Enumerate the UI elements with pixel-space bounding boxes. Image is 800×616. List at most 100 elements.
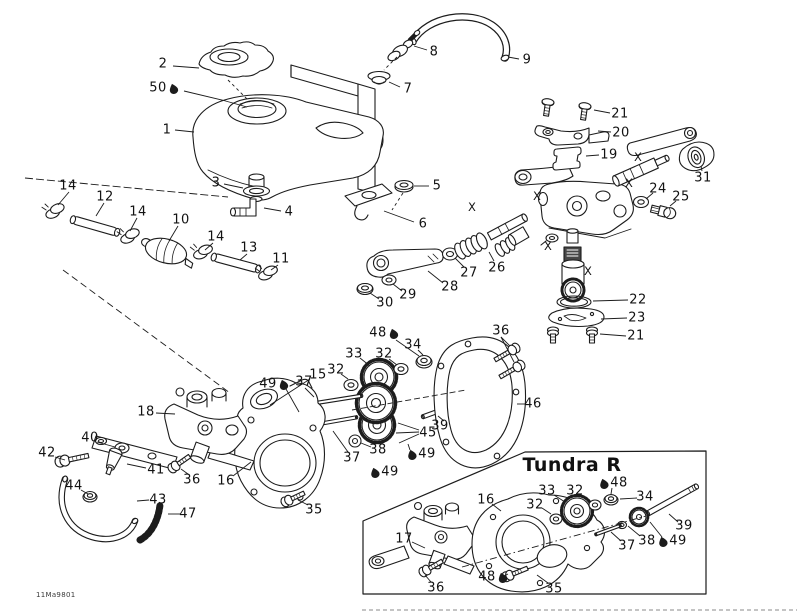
callout-leader-line bbox=[597, 130, 612, 133]
callout-label: 49 bbox=[418, 447, 436, 462]
oil-droplet-icon bbox=[279, 379, 289, 391]
screw-21b bbox=[578, 102, 592, 121]
callout-label: 48 bbox=[478, 570, 496, 585]
callout-leader-line bbox=[172, 65, 200, 69]
inset-pin-37 bbox=[594, 523, 622, 537]
callout-leader-line bbox=[500, 336, 515, 363]
nut-34 bbox=[415, 354, 433, 369]
callout-leader-line bbox=[417, 349, 424, 356]
callout-label: 42 bbox=[38, 446, 56, 461]
callout-label: 31 bbox=[694, 171, 712, 186]
callout-label: 36 bbox=[183, 473, 201, 488]
callout-label: 32 bbox=[526, 498, 544, 513]
oil-hose-12 bbox=[69, 215, 121, 237]
not-available-x-mark: X bbox=[544, 239, 552, 253]
callout-label: 20 bbox=[612, 126, 630, 141]
callout-label: 26 bbox=[488, 261, 506, 276]
callout-label: 21 bbox=[611, 107, 629, 122]
routing-dash-line bbox=[227, 79, 251, 103]
inline-oil-filter bbox=[141, 237, 194, 269]
oil-hose-13 bbox=[210, 252, 262, 274]
bolt-35a bbox=[280, 490, 306, 508]
callout-leader-line bbox=[397, 422, 420, 431]
callout-label: 48 bbox=[610, 476, 628, 491]
callout-label: 6 bbox=[419, 217, 428, 232]
callout-leader-line bbox=[454, 257, 465, 268]
callout-leader-line bbox=[239, 253, 248, 261]
callout-leader-line bbox=[57, 191, 70, 206]
callout-label: 37 bbox=[343, 451, 361, 466]
callout-leader-line bbox=[424, 574, 432, 583]
callout-label: 38 bbox=[638, 534, 656, 549]
callout-label: 36 bbox=[427, 581, 445, 596]
callout-label: 35 bbox=[305, 503, 323, 518]
callout-leader-line bbox=[304, 387, 315, 398]
conduit-spring-47 bbox=[136, 501, 164, 544]
callout-label: 49 bbox=[381, 465, 399, 480]
callout-label: 48 bbox=[369, 326, 387, 341]
callout-leader-line bbox=[96, 441, 116, 448]
callout-leader-line bbox=[136, 499, 150, 502]
inset-box-border bbox=[362, 450, 707, 595]
oil-droplet-icon bbox=[600, 478, 609, 490]
callout-label: 43 bbox=[149, 493, 167, 508]
callout-label: 24 bbox=[649, 182, 667, 197]
pump-filter-parts bbox=[560, 228, 586, 303]
inset-pinion-38 bbox=[628, 506, 650, 528]
callout-label: 3 bbox=[212, 176, 221, 191]
vent-hose bbox=[409, 13, 511, 62]
callout-leader-line bbox=[232, 461, 252, 477]
inset-pump-17 bbox=[368, 501, 475, 575]
callout-leader-line bbox=[536, 574, 549, 584]
not-available-x-mark: X bbox=[634, 150, 642, 164]
hose-clamp bbox=[41, 203, 65, 219]
oil-droplet-icon bbox=[498, 572, 508, 584]
callout-label: 15 bbox=[309, 368, 327, 383]
callout-label: 47 bbox=[179, 507, 197, 522]
callout-label: 16 bbox=[217, 474, 235, 489]
callout-leader-line bbox=[407, 443, 411, 451]
pump-lever-arm bbox=[366, 248, 444, 278]
not-available-x-mark: X bbox=[468, 200, 476, 214]
callout-leader-line bbox=[369, 292, 380, 300]
callout-leader-line bbox=[155, 412, 176, 415]
inset-bolt-36 bbox=[418, 558, 444, 578]
callout-label: 32 bbox=[566, 484, 584, 499]
pump-shaft-discontinued bbox=[612, 154, 670, 187]
not-available-x-mark: X bbox=[533, 189, 541, 203]
callout-label: 5 bbox=[433, 179, 442, 194]
washer-32b bbox=[393, 362, 409, 376]
callout-leader-line bbox=[263, 207, 282, 212]
callout-leader-line bbox=[413, 45, 428, 51]
callout-leader-line bbox=[95, 202, 105, 217]
callout-label: 21 bbox=[627, 329, 645, 344]
callout-label: 8 bbox=[430, 45, 439, 60]
oil-pump-18 bbox=[91, 387, 255, 471]
nut-30 bbox=[356, 282, 374, 296]
callout-label: 32 bbox=[375, 347, 393, 362]
callout-label: 30 bbox=[376, 296, 394, 311]
inset-washer-32b bbox=[588, 499, 602, 511]
callout-leader-line bbox=[645, 192, 654, 200]
callout-label: 19 bbox=[600, 148, 618, 163]
callout-label: 25 bbox=[672, 190, 690, 205]
cover-bolt-36b bbox=[498, 359, 526, 380]
oil-droplet-icon bbox=[371, 467, 380, 479]
callout-leader-line bbox=[700, 165, 703, 172]
callout-label: 38 bbox=[369, 443, 387, 458]
callout-label: 10 bbox=[172, 213, 190, 228]
callout-leader-line bbox=[359, 357, 371, 367]
callout-label: 32 bbox=[327, 363, 345, 378]
callout-label: 36 bbox=[492, 324, 510, 339]
callout-label: 28 bbox=[441, 280, 459, 295]
callout-label: 23 bbox=[628, 311, 646, 326]
drive-gear-middle bbox=[354, 381, 398, 425]
callout-label: 33 bbox=[345, 347, 363, 362]
callout-leader-line bbox=[411, 541, 426, 549]
callout-leader-line bbox=[180, 468, 189, 475]
callout-label: 11 bbox=[272, 252, 290, 267]
gear-cover-46 bbox=[433, 336, 527, 469]
callout-leader-line bbox=[223, 183, 244, 189]
callout-label: 49 bbox=[669, 534, 687, 549]
callout-label: 37 bbox=[295, 375, 313, 390]
